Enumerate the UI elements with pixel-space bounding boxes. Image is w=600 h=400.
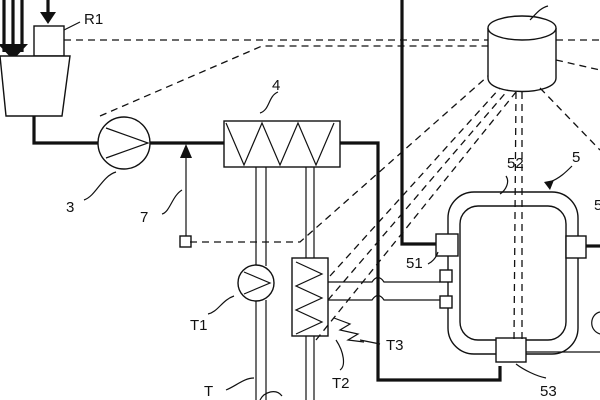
- pipe-hopper-pump: [32, 116, 98, 145]
- label-3: 3: [66, 199, 74, 216]
- r1-hopper: [0, 55, 71, 117]
- label-r1: R1: [84, 11, 103, 28]
- reactor-5: [435, 191, 587, 363]
- heat-exchanger-4: [223, 120, 341, 168]
- label-7: 7: [140, 209, 148, 226]
- inlet-arrows: [0, 0, 56, 60]
- label-52: 52: [507, 155, 524, 172]
- pump-t1: [237, 264, 275, 302]
- label-5: 5: [572, 149, 580, 166]
- label-t2: T2: [332, 375, 350, 392]
- label-4: 4: [272, 77, 280, 94]
- lightning-t3: [333, 317, 365, 343]
- label-t1: T1: [190, 317, 208, 334]
- label-51: 51: [406, 255, 423, 272]
- control-lines: [64, 39, 600, 341]
- line-t2-port1: [328, 276, 440, 283]
- pipe-hx-out: [340, 141, 502, 382]
- sensor-7: [179, 144, 192, 248]
- pump-3: [97, 116, 151, 170]
- pipe-top-down: [400, 0, 438, 246]
- label-t3: T3: [386, 337, 404, 354]
- line-t2-port2: [328, 294, 440, 301]
- r1-box: [33, 25, 65, 57]
- element-t2: [291, 257, 329, 337]
- label-53: 53: [540, 383, 557, 400]
- label-5x-partial: 5: [594, 197, 600, 214]
- label-t: T: [204, 383, 213, 400]
- tank: [487, 15, 557, 93]
